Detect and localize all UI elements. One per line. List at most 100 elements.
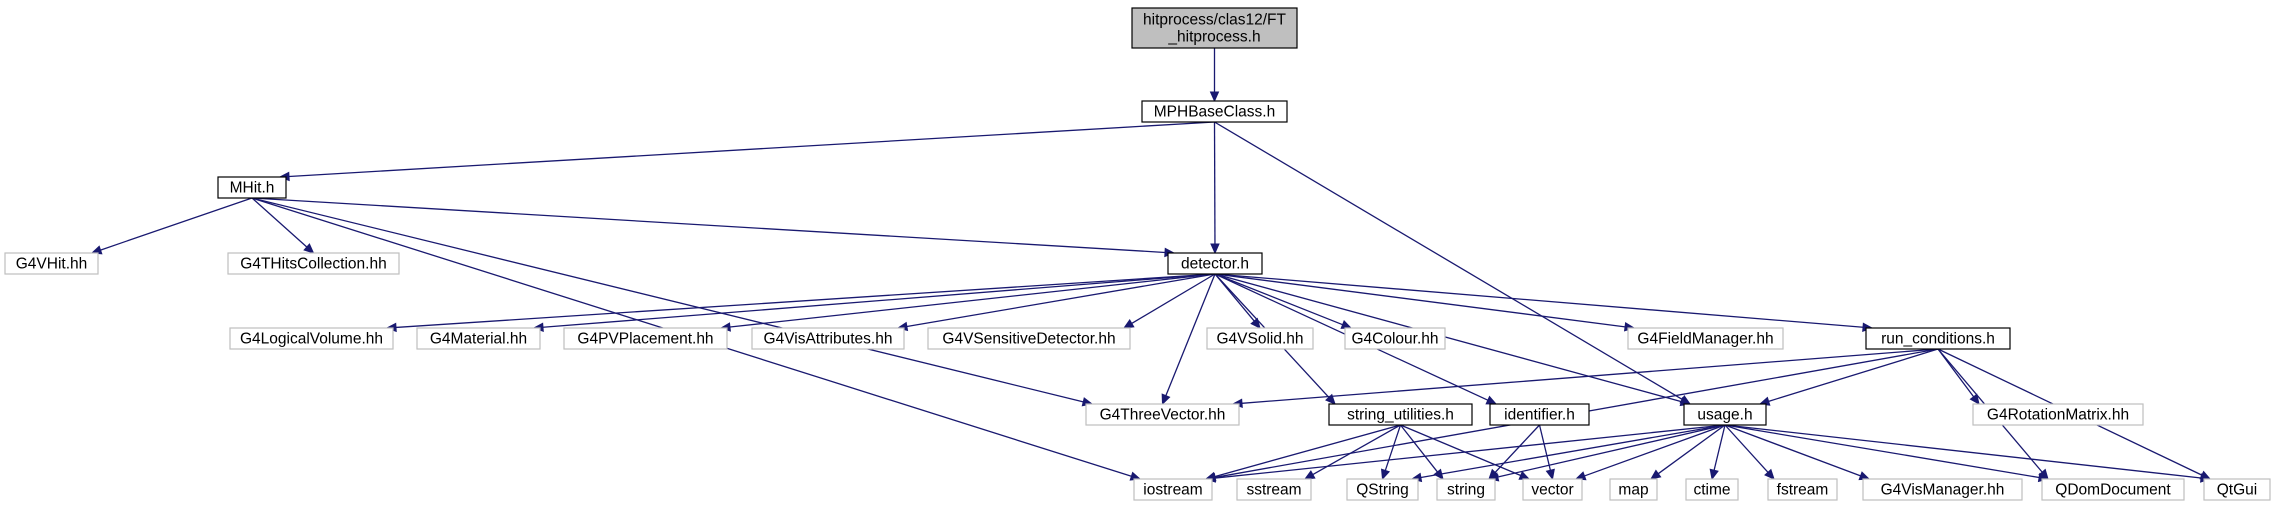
node-box-g4vsensitive (927, 327, 1131, 350)
node-label-qtgui: QtGui (2217, 482, 2257, 499)
node-box-root (1131, 7, 1298, 49)
node-qstring: QString (1346, 478, 1419, 501)
edge-mhit-to-g4threevector (251, 197, 1084, 403)
node-label-runcond: run_conditions.h (1881, 331, 1995, 348)
edge-strutil-to-iostream (1214, 424, 1401, 478)
node-box-sstream (1236, 478, 1312, 501)
node-label-g4vismanager: G4VisManager.hh (1881, 482, 2005, 499)
edge-detector-to-g4colour (1214, 273, 1343, 326)
edge-strutil-to-qstring (1384, 424, 1402, 471)
node-box-qstring (1346, 478, 1419, 501)
node-box-strutil (1328, 403, 1473, 426)
arrowhead-mph-to-detector (1210, 243, 1220, 255)
arrowhead-usage-to-map (1650, 469, 1662, 480)
node-label-g4thits: G4THitsCollection.hh (240, 256, 386, 273)
node-qdomdocument: QDomDocument (2041, 478, 2185, 501)
node-string: string (1436, 478, 1496, 501)
node-label-strutil: string_utilities.h (1347, 407, 1454, 424)
edge-detector-to-g4material (542, 273, 1216, 328)
arrowhead-strutil-to-qstring (1380, 468, 1391, 481)
node-label-g4vsensitive: G4VSensitiveDetector.hh (942, 331, 1115, 348)
node-g4material: G4Material.hh (416, 327, 541, 350)
node-box-g4fieldmgr (1627, 327, 1784, 350)
node-label-root: _hitprocess.h (1167, 29, 1260, 46)
edge-detector-to-usage (1214, 273, 1682, 403)
node-label-g4vsolid: G4VSolid.hh (1216, 331, 1303, 348)
node-box-usage (1683, 403, 1767, 426)
edge-detector-to-g4threevector (1165, 273, 1216, 396)
node-root[interactable]: hitprocess/clas12/FT_hitprocess.h (1131, 7, 1298, 49)
edge-usage-to-qtgui (1724, 424, 2202, 479)
nodes-layer: hitprocess/clas12/FT_hitprocess.hMPHBase… (4, 7, 2271, 501)
node-box-g4visattr (751, 327, 905, 350)
edge-usage-to-fstream (1724, 424, 1769, 473)
node-map: map (1609, 478, 1658, 501)
node-box-g4vhit (4, 252, 99, 275)
node-label-qstring: QString (1356, 482, 1409, 499)
edge-detector-to-g4vsensitive (1131, 273, 1216, 324)
edge-usage-to-ctime (1713, 424, 1726, 471)
node-box-g4threevector (1085, 403, 1240, 426)
edge-mhit-to-detector (251, 197, 1166, 254)
node-label-detector: detector.h (1181, 256, 1249, 273)
node-label-vector: vector (1531, 482, 1573, 499)
node-g4fieldmgr: G4FieldManager.hh (1627, 327, 1784, 350)
edge-mph-to-usage (1214, 121, 1683, 400)
edge-usage-to-qdomdocument (1724, 424, 2040, 479)
node-fstream: fstream (1767, 478, 1838, 501)
node-g4vsensitive: G4VSensitiveDetector.hh (927, 327, 1131, 350)
node-label-sstream: sstream (1246, 482, 1301, 499)
node-label-string: string (1447, 482, 1485, 499)
node-box-runcond (1865, 327, 2011, 350)
node-label-g4logical: G4LogicalVolume.hh (240, 331, 383, 348)
edge-runcond-to-g4threevector (1241, 348, 1939, 404)
node-label-mph: MPHBaseClass.h (1154, 104, 1275, 121)
node-mhit[interactable]: MHit.h (217, 176, 287, 199)
node-label-root: hitprocess/clas12/FT (1143, 12, 1287, 29)
edges-layer (90, 48, 2212, 483)
node-ctime: ctime (1685, 478, 1739, 501)
edge-usage-to-qstring (1420, 424, 1726, 479)
node-runcond[interactable]: run_conditions.h (1865, 327, 2011, 350)
node-qtgui: QtGui (2203, 478, 2271, 501)
node-identifier[interactable]: identifier.h (1489, 403, 1590, 426)
edge-detector-to-g4fieldmgr (1214, 273, 1626, 328)
node-box-g4vsolid (1206, 327, 1314, 350)
node-g4pvplacement: G4PVPlacement.hh (563, 327, 728, 350)
node-g4vhit: G4VHit.hh (4, 252, 99, 275)
edge-identifier-to-string (1494, 424, 1540, 473)
node-label-g4colour: G4Colour.hh (1351, 331, 1438, 348)
node-box-iostream (1133, 478, 1213, 501)
node-box-ctime (1685, 478, 1739, 501)
edge-detector-to-runcond (1214, 273, 1864, 328)
node-label-g4material: G4Material.hh (430, 331, 527, 348)
node-label-iostream: iostream (1143, 482, 1202, 499)
node-detector[interactable]: detector.h (1167, 252, 1263, 275)
edge-strutil-to-string (1399, 424, 1438, 473)
node-g4colour: G4Colour.hh (1344, 327, 1446, 350)
node-sstream: sstream (1236, 478, 1312, 501)
node-mph[interactable]: MPHBaseClass.h (1141, 100, 1288, 123)
arrowhead-runcond-to-g4rotmatrix (1969, 393, 1980, 405)
node-box-g4pvplacement (563, 327, 728, 350)
node-box-g4colour (1344, 327, 1446, 350)
node-box-detector (1167, 252, 1263, 275)
edge-identifier-to-vector (1538, 424, 1552, 471)
edge-strutil-to-vector (1400, 424, 1521, 477)
node-usage[interactable]: usage.h (1683, 403, 1767, 426)
node-box-vector (1522, 478, 1583, 501)
arrowhead-usage-to-fstream (1764, 468, 1775, 480)
node-g4vsolid: G4VSolid.hh (1206, 327, 1314, 350)
node-g4rotmatrix: G4RotationMatrix.hh (1972, 403, 2144, 426)
node-box-string (1436, 478, 1496, 501)
node-box-g4vismanager (1862, 478, 2023, 501)
node-box-map (1609, 478, 1658, 501)
node-vector: vector (1522, 478, 1583, 501)
edge-mhit-to-g4vhit (100, 197, 253, 251)
node-label-g4pvplacement: G4PVPlacement.hh (577, 331, 713, 348)
node-label-g4fieldmgr: G4FieldManager.hh (1637, 331, 1773, 348)
node-strutil[interactable]: string_utilities.h (1328, 403, 1473, 426)
node-label-g4threevector: G4ThreeVector.hh (1100, 407, 1226, 424)
edge-usage-to-iostream (1214, 424, 1726, 479)
node-label-g4visattr: G4VisAttributes.hh (764, 331, 893, 348)
